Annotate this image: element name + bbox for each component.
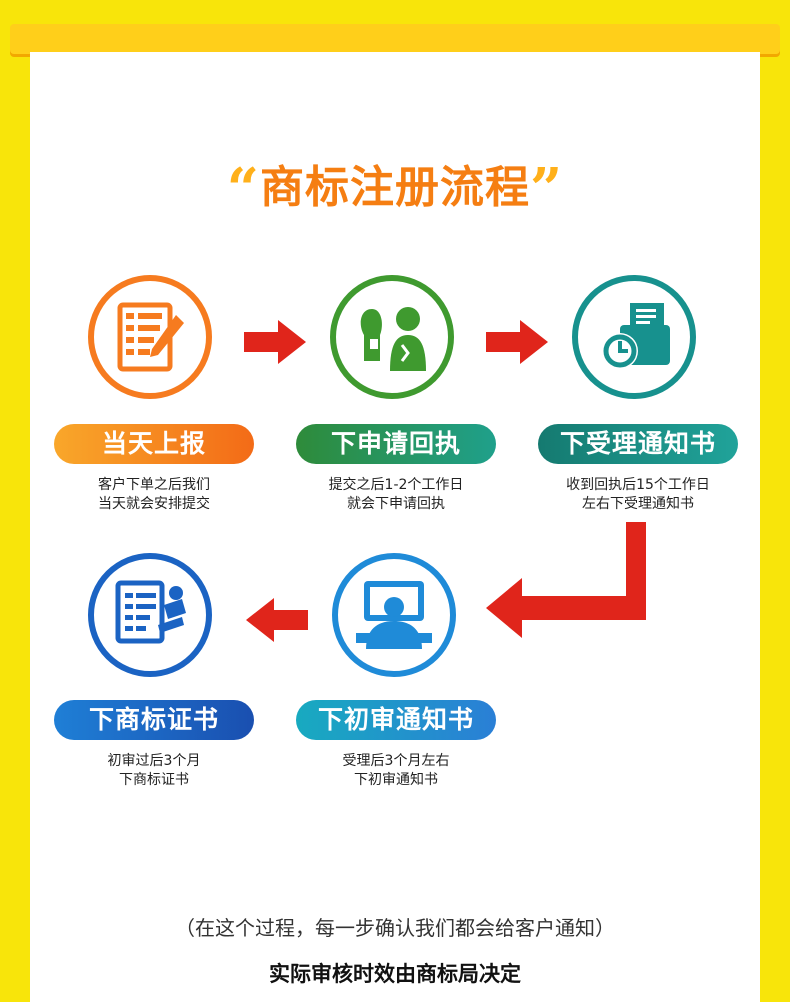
step-2-desc-line1: 提交之后1-2个工作日: [328, 477, 464, 493]
step-2-label: 下申请回执: [296, 424, 496, 464]
open-quote: “: [226, 156, 260, 222]
document-stamp-icon: [115, 580, 186, 644]
step-1-label: 当天上报: [54, 424, 254, 464]
step-1-desc-line2: 当天就会安排提交: [98, 496, 210, 512]
step-5-desc-line2: 下商标证书: [119, 772, 189, 788]
step-3-desc-line2: 左右下受理通知书: [582, 496, 694, 512]
step-3-label: 下受理通知书: [538, 424, 738, 464]
step-1-icon-circle: [88, 275, 212, 399]
step-1-desc-line1: 客户下单之后我们: [98, 477, 210, 493]
person-consultation-icon: [360, 307, 426, 371]
arrow-right-icon: [486, 320, 548, 364]
step-3-icon-circle: [572, 275, 696, 399]
elbow-arrow-icon: [486, 522, 646, 638]
person-computer-icon: [356, 581, 432, 649]
step-4-desc-line2: 下初审通知书: [354, 772, 438, 788]
step-5-label: 下商标证书: [54, 700, 254, 740]
step-5-icon-circle: [88, 553, 212, 677]
page-title: “商标注册流程”: [0, 150, 790, 222]
step-2-desc-line2: 就会下申请回执: [347, 496, 445, 512]
top-banner-bar: [10, 24, 780, 54]
step-4-desc-line1: 受理后3个月左右: [342, 753, 450, 769]
step-4-label: 下初审通知书: [296, 700, 496, 740]
process-note: （在这个过程，每一步确认我们都会给客户通知）: [175, 916, 615, 940]
arrow-right-icon: [244, 320, 306, 364]
step-3-desc-line1: 收到回执后15个工作日: [566, 477, 710, 493]
review-time-note: 实际审核时效由商标局决定: [269, 962, 521, 986]
title-text: 商标注册流程: [260, 162, 530, 213]
arrow-left-icon: [246, 598, 308, 642]
step-5-desc-line1: 初审过后3个月: [107, 753, 201, 769]
close-quote: ”: [530, 156, 564, 222]
clock-document-icon: [602, 303, 670, 369]
document-pen-icon: [117, 302, 184, 372]
step-4-icon-circle: [332, 553, 456, 677]
step-2-icon-circle: [330, 275, 454, 399]
